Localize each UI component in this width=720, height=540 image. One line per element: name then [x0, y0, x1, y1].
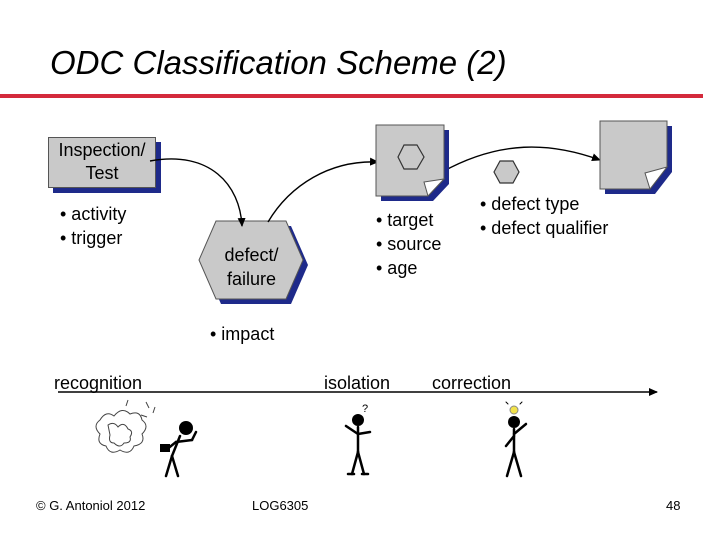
cloud-scribble-icon	[95, 399, 156, 453]
arrow-inspection-to-defect	[149, 158, 246, 227]
source-attr: • source	[376, 234, 442, 254]
defect-label: defect/ failure	[224, 245, 279, 289]
hexagon-icon	[493, 160, 520, 184]
footer-copyright: © G. Antoniol 2012	[36, 498, 146, 513]
inspection-attr-trigger: • trigger	[60, 228, 123, 248]
inspection-box-label: Inspection/ Test	[58, 140, 146, 183]
footer-course: LOG6305	[252, 498, 309, 513]
target-attr: • target	[376, 210, 434, 230]
footer-page-number: 48	[666, 498, 681, 513]
arrow-defect-to-doc1	[267, 157, 379, 223]
age-attr: • age	[376, 258, 418, 278]
svg-text:?: ?	[362, 403, 368, 415]
defect-qualifier-attr: • defect qualifier	[480, 218, 609, 238]
idea-person-icon	[504, 401, 528, 478]
hexagon-icon	[397, 144, 425, 170]
impact-attr: • impact	[210, 324, 275, 344]
confused-person-icon	[160, 421, 198, 478]
timeline-correction: correction	[432, 373, 512, 393]
arrow-doc1-to-doc2	[441, 146, 601, 173]
thinking-person-icon: ?	[344, 403, 372, 476]
defect-type-attr: • defect type	[480, 194, 580, 214]
defect-hexagon	[198, 220, 308, 304]
slide-title: ODC Classification Scheme (2)	[50, 44, 507, 81]
inspection-box: Inspection/ Test	[48, 137, 156, 188]
inspection-attr-activity: • activity	[60, 204, 127, 224]
timeline-isolation: isolation	[324, 373, 391, 393]
timeline-recognition: recognition	[54, 373, 143, 393]
title-divider	[0, 94, 703, 98]
document-icon	[375, 124, 449, 201]
document-icon	[599, 120, 672, 194]
